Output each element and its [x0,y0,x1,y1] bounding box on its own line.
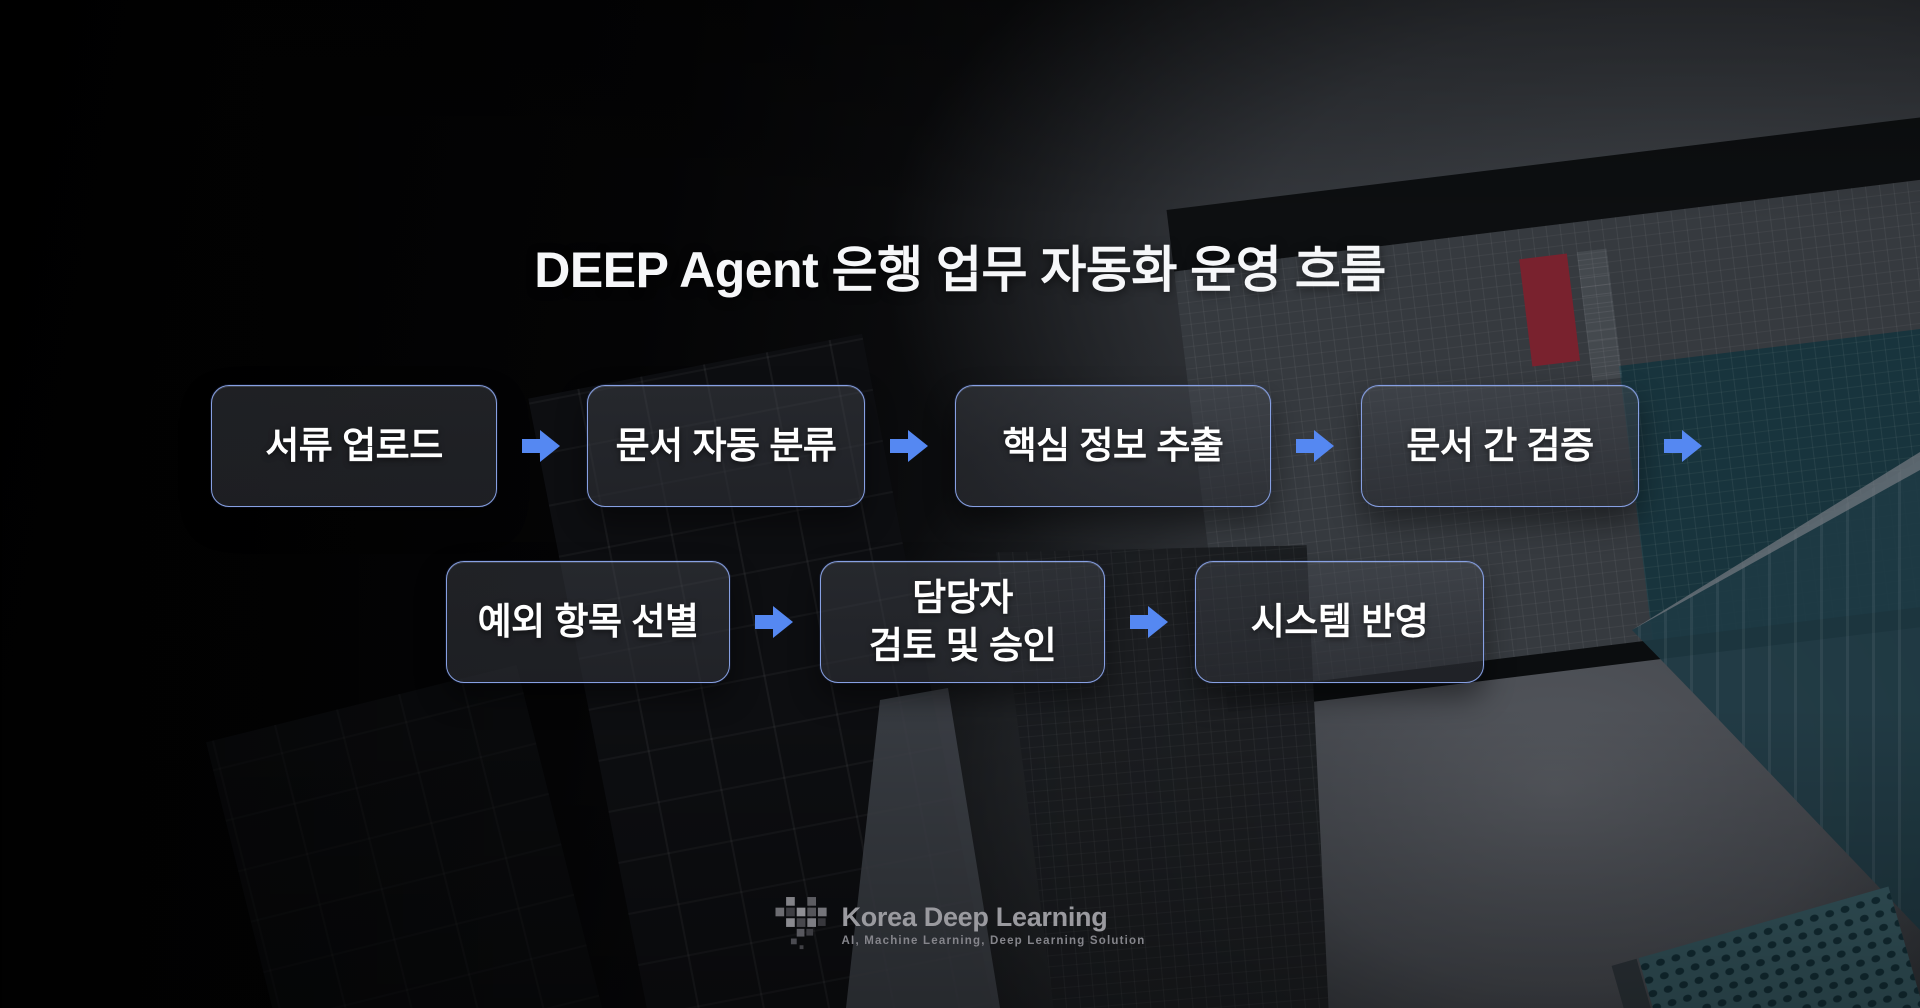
brand-footer: Korea Deep Learning AI, Machine Learning… [775,896,1146,954]
step-auto-classification: 문서 자동 분류 [587,385,865,507]
brand-tagline: AI, Machine Learning, Deep Learning Solu… [841,935,1146,948]
step-exception-screening: 예외 항목 선별 [446,561,730,683]
step-label: 문서 간 검증 [1406,424,1594,466]
step-label: 예외 항목 선별 [477,600,699,642]
arrow-right-icon [522,428,562,464]
arrow-right-icon [755,604,795,640]
arrow-right-icon [1296,428,1336,464]
page-title: DEEP Agent 은행 업무 자동화 운영 흐름 [534,242,1386,298]
step-label: 시스템 반영 [1250,600,1429,642]
step-system-reflection: 시스템 반영 [1195,561,1484,683]
step-review-approval: 담당자 검토 및 승인 [820,561,1105,683]
step-label: 핵심 정보 추출 [1002,424,1224,466]
flow-row-1: 서류 업로드 문서 자동 분류 핵심 정보 추출 문서 간 검증 [211,385,1729,507]
arrow-right-icon [1664,428,1704,464]
step-key-info-extraction: 핵심 정보 추출 [955,385,1271,507]
brand-name: Korea Deep Learning [841,901,1108,932]
step-document-upload: 서류 업로드 [211,385,497,507]
step-label: 담당자 검토 및 승인 [868,576,1057,666]
step-label: 서류 업로드 [265,424,443,466]
step-label: 문서 자동 분류 [615,424,837,466]
step-cross-doc-verification: 문서 간 검증 [1361,385,1639,507]
arrow-right-icon [890,428,930,464]
arrow-right-icon [1130,604,1170,640]
brand-text-block: Korea Deep Learning AI, Machine Learning… [841,901,1146,948]
kdl-pixel-logo-icon [775,897,827,950]
flow-row-2: 예외 항목 선별 담당자 검토 및 승인 시스템 반영 [446,561,1484,683]
